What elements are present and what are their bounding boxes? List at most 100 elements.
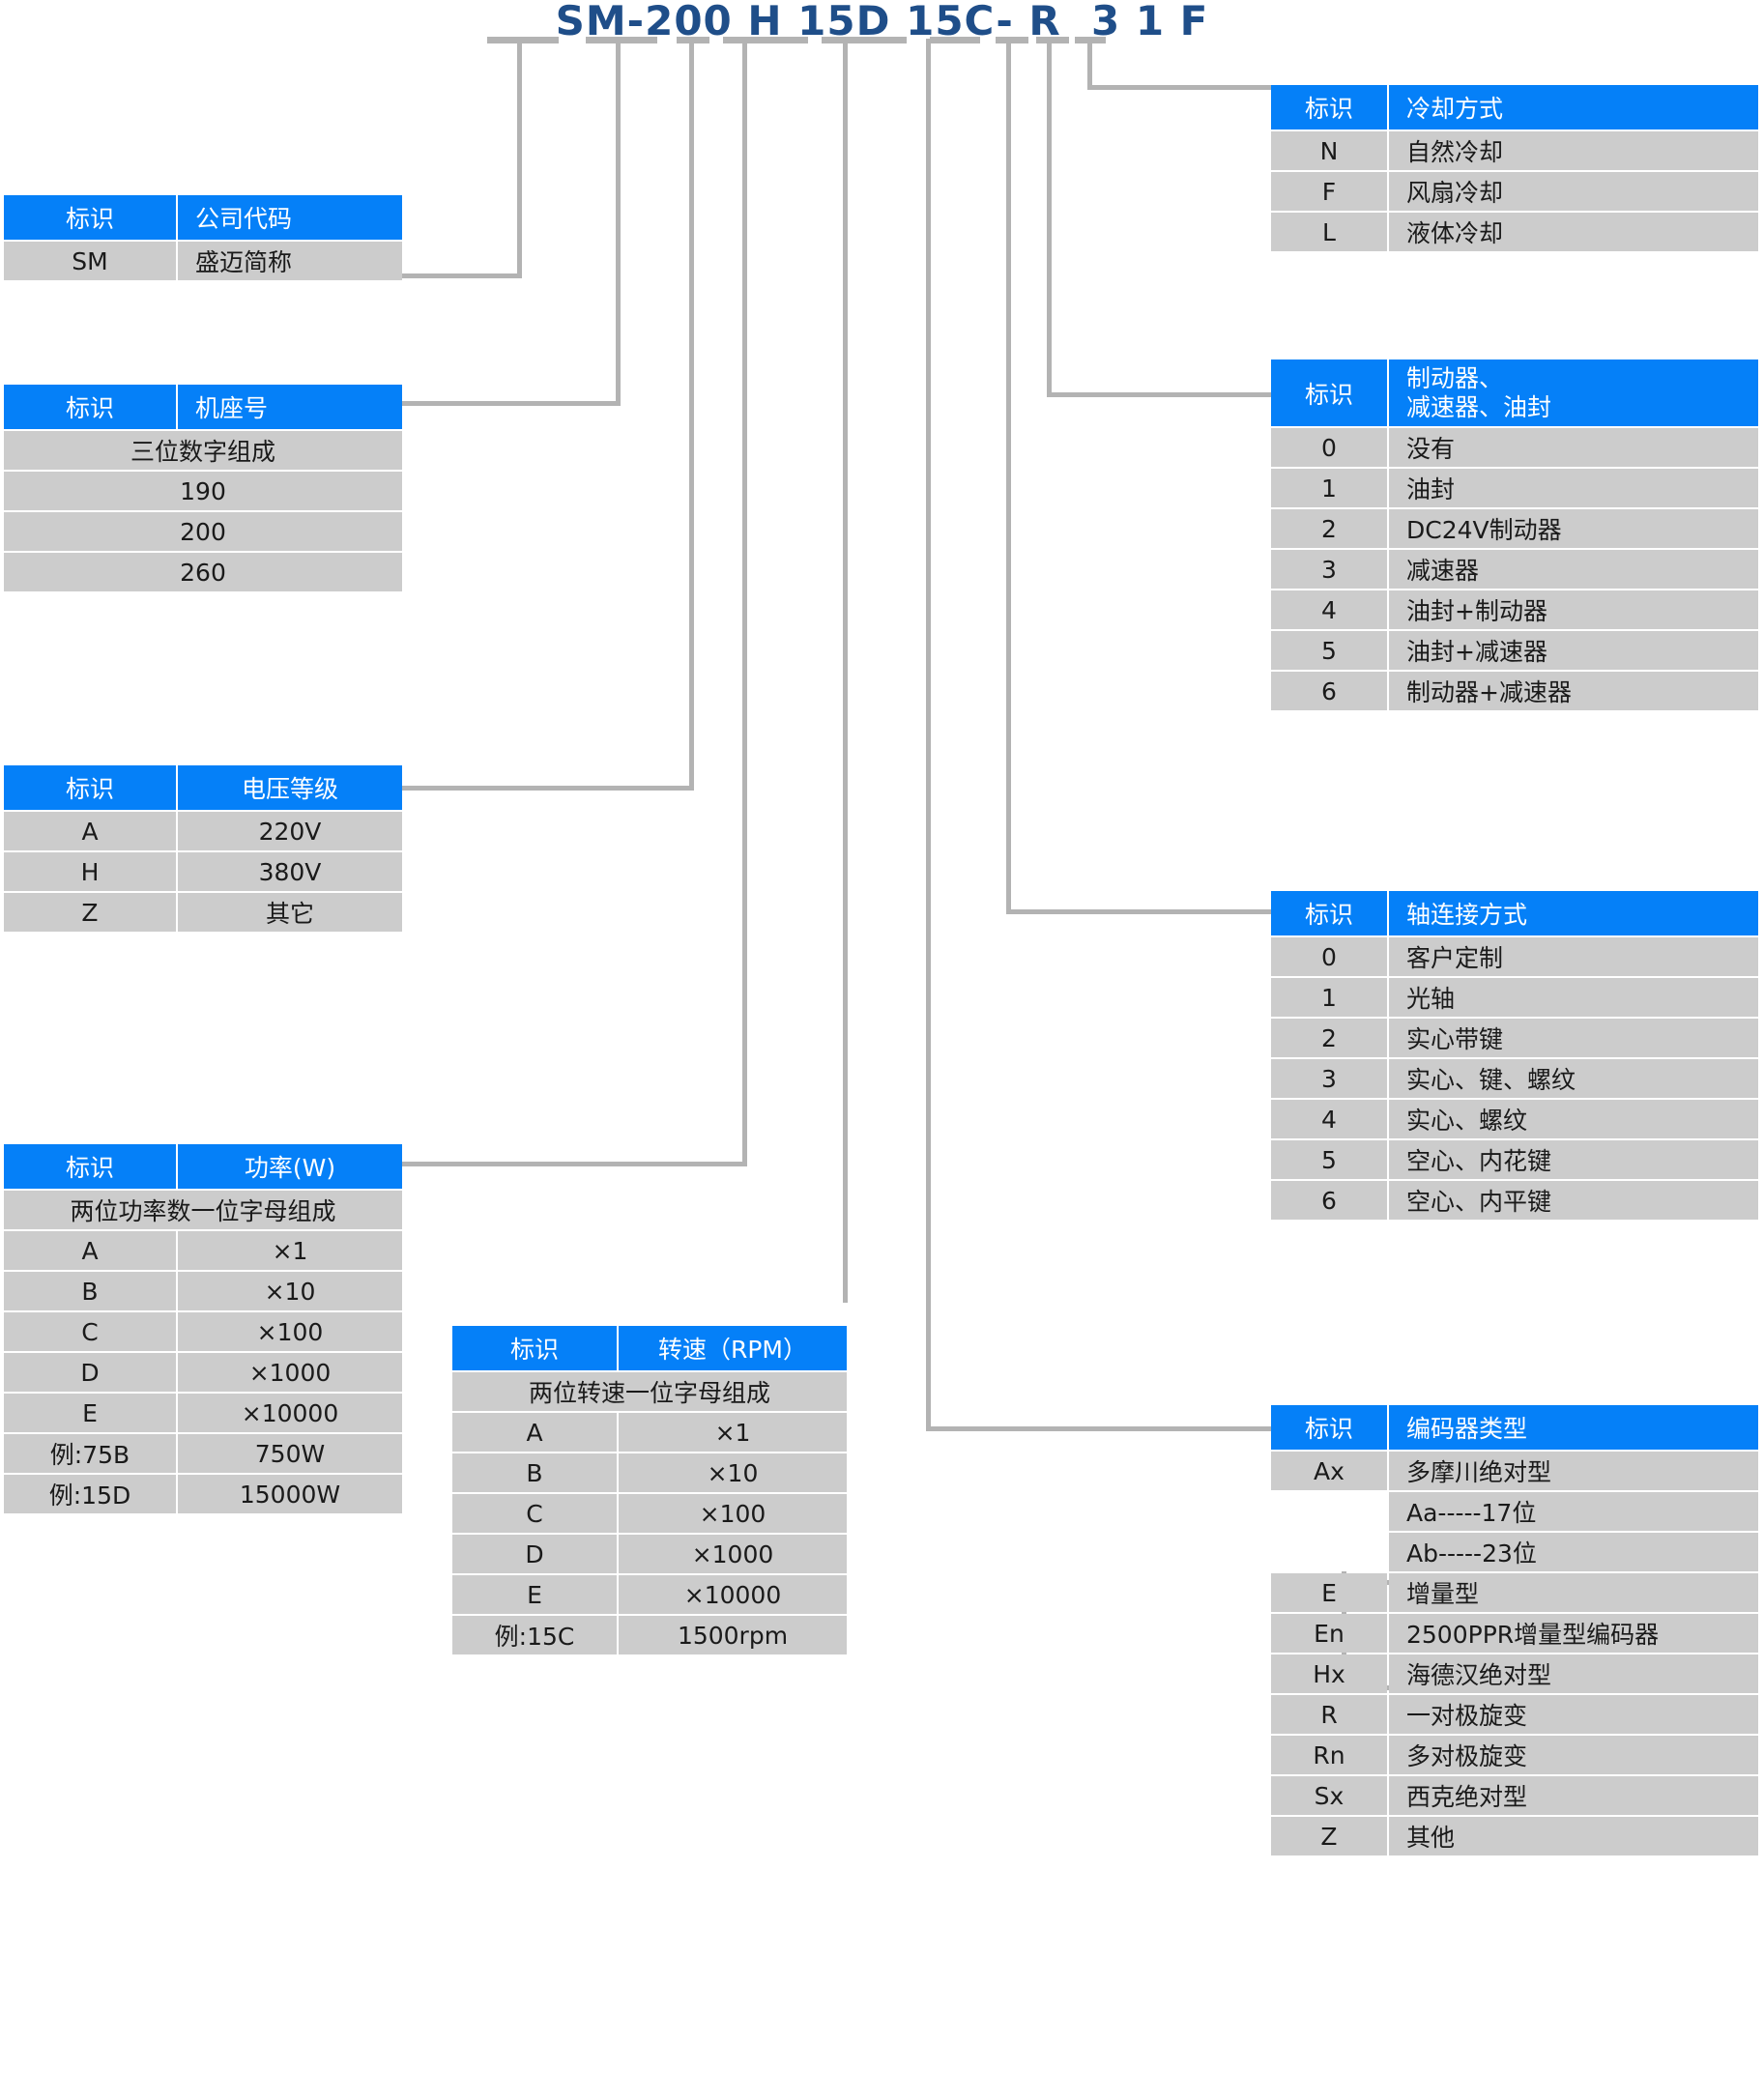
table-row: 2 DC24V制动器 [1271, 509, 1758, 548]
model-code-title: SM-200 H 15D 15C- R 3 1 F [0, 0, 1764, 50]
table-row: E ×10000 [452, 1575, 847, 1614]
cell-id: 6 [1271, 1181, 1387, 1220]
cell-value: 客户定制 [1389, 937, 1758, 976]
table-row: E ×10000 [4, 1394, 402, 1432]
cell-id: Ax [1271, 1452, 1387, 1490]
table-row: A 220V [4, 812, 402, 850]
cell-value: 多对极旋变 [1389, 1736, 1758, 1774]
table-shaft-connection: 标识 轴连接方式 0 客户定制 1 光轴 2 实心带键 3 实心、键、螺纹 4 [1269, 889, 1760, 1222]
cell-id: 例:15C [452, 1616, 617, 1654]
table-row: F 风扇冷却 [1271, 172, 1758, 211]
underline-1 [1036, 37, 1069, 43]
connector-brake-horz [1047, 392, 1271, 397]
cell-note: 两位功率数一位字母组成 [4, 1191, 402, 1229]
cell-id: 3 [1271, 550, 1387, 589]
header-id: 标识 [1271, 360, 1387, 426]
table-row: 0 客户定制 [1271, 937, 1758, 976]
cell-note: 三位数字组成 [4, 431, 402, 470]
header-id: 标识 [1271, 1405, 1387, 1450]
table-row: E 增量型 [1271, 1573, 1758, 1612]
cell-id-empty [1271, 1492, 1387, 1531]
cell-id: H [4, 852, 176, 891]
connector-company-horz [398, 273, 522, 278]
table-row: A ×1 [452, 1413, 847, 1452]
cell-id: Hx [1271, 1654, 1387, 1693]
cell-id: C [452, 1494, 617, 1533]
table-row: Rn 多对极旋变 [1271, 1736, 1758, 1774]
cell-id: A [4, 1231, 176, 1270]
table-row: D ×1000 [452, 1535, 847, 1573]
table-row: 190 [4, 472, 402, 510]
cell-value: Aa-----17位 [1389, 1492, 1758, 1531]
cell-id: E [1271, 1573, 1387, 1612]
cell-value: 制动器+减速器 [1389, 672, 1758, 710]
table-row: B ×10 [452, 1453, 847, 1492]
cell-value: 减速器 [1389, 550, 1758, 589]
cell-id: 1 [1271, 978, 1387, 1017]
header-id: 标识 [4, 1144, 176, 1189]
header-value: 功率(W) [178, 1144, 402, 1189]
header-value: 编码器类型 [1389, 1405, 1758, 1450]
table-row: A ×1 [4, 1231, 402, 1270]
underline-3 [996, 37, 1028, 43]
table-row: 3 实心、键、螺纹 [1271, 1059, 1758, 1098]
cell-value: 实心、螺纹 [1389, 1100, 1758, 1138]
underline-15c [822, 37, 907, 43]
table-row: 5 空心、内花键 [1271, 1140, 1758, 1179]
table-voltage: 标识 电压等级 A 220V H 380V Z 其它 [2, 763, 404, 934]
cell-value: 15000W [178, 1475, 402, 1513]
table-header-row: 标识 功率(W) [4, 1144, 402, 1189]
cell-id: E [4, 1394, 176, 1432]
cell-value: 西克绝对型 [1389, 1776, 1758, 1815]
cell-value: 1500rpm [619, 1616, 847, 1654]
header-value-line1: 制动器、 [1406, 364, 1504, 392]
cell-id: 例:75B [4, 1434, 176, 1473]
cell-id: 4 [1271, 590, 1387, 629]
connector-encoder-vert [926, 39, 931, 1430]
table-power: 标识 功率(W) 两位功率数一位字母组成 A ×1 B ×10 C ×100 D [2, 1142, 404, 1515]
table-row-note: 三位数字组成 [4, 431, 402, 470]
underline-15d [723, 37, 808, 43]
table-row: 200 [4, 512, 402, 551]
cell-value: 液体冷却 [1389, 213, 1758, 251]
table-row: 例:75B 750W [4, 1434, 402, 1473]
cell-id: D [4, 1353, 176, 1392]
table-row: B ×10 [4, 1272, 402, 1310]
header-value: 公司代码 [178, 195, 402, 240]
connector-frame-horz [398, 401, 621, 406]
table-row: 1 油封 [1271, 469, 1758, 507]
cell-value: ×10 [619, 1453, 847, 1492]
table-header-row: 标识 轴连接方式 [1271, 891, 1758, 935]
connector-shaft-horz [1006, 909, 1271, 914]
cell-value: 增量型 [1389, 1573, 1758, 1612]
cell-value: 实心、键、螺纹 [1389, 1059, 1758, 1098]
cell-id: D [452, 1535, 617, 1573]
table-company-code: 标识 公司代码 SM 盛迈简称 [2, 193, 404, 282]
connector-company-vert [517, 39, 522, 278]
table-row: C ×100 [452, 1494, 847, 1533]
cell-value: 油封 [1389, 469, 1758, 507]
cell-value: ×1000 [178, 1353, 402, 1392]
cell-value: 油封+减速器 [1389, 631, 1758, 670]
table-brake-reducer-seal: 标识 制动器、 减速器、油封 0 没有 1 油封 2 DC24V制动器 3 [1269, 358, 1760, 712]
table-row: H 380V [4, 852, 402, 891]
cell-value: 风扇冷却 [1389, 172, 1758, 211]
underline-200 [586, 37, 657, 43]
table-header-row: 标识 机座号 [4, 385, 402, 429]
cell-id: B [4, 1272, 176, 1310]
table-speed: 标识 转速（RPM） 两位转速一位字母组成 A ×1 B ×10 C ×100 … [450, 1324, 849, 1656]
connector-brake-vert [1047, 39, 1052, 396]
cell-id: 2 [1271, 1019, 1387, 1057]
cell-id: 0 [1271, 937, 1387, 976]
table-row: 1 光轴 [1271, 978, 1758, 1017]
table-row: En 2500PPR增量型编码器 [1271, 1614, 1758, 1653]
header-value: 机座号 [178, 385, 402, 429]
cell-value: 220V [178, 812, 402, 850]
table-row: Z 其它 [4, 893, 402, 932]
table-row: 3 减速器 [1271, 550, 1758, 589]
table-row: 6 制动器+减速器 [1271, 672, 1758, 710]
table-row-note: 两位转速一位字母组成 [452, 1372, 847, 1411]
table-cooling: 标识 冷却方式 N 自然冷却 F 风扇冷却 L 液体冷却 [1269, 83, 1760, 253]
connector-frame-vert [616, 39, 621, 406]
table-row: 5 油封+减速器 [1271, 631, 1758, 670]
